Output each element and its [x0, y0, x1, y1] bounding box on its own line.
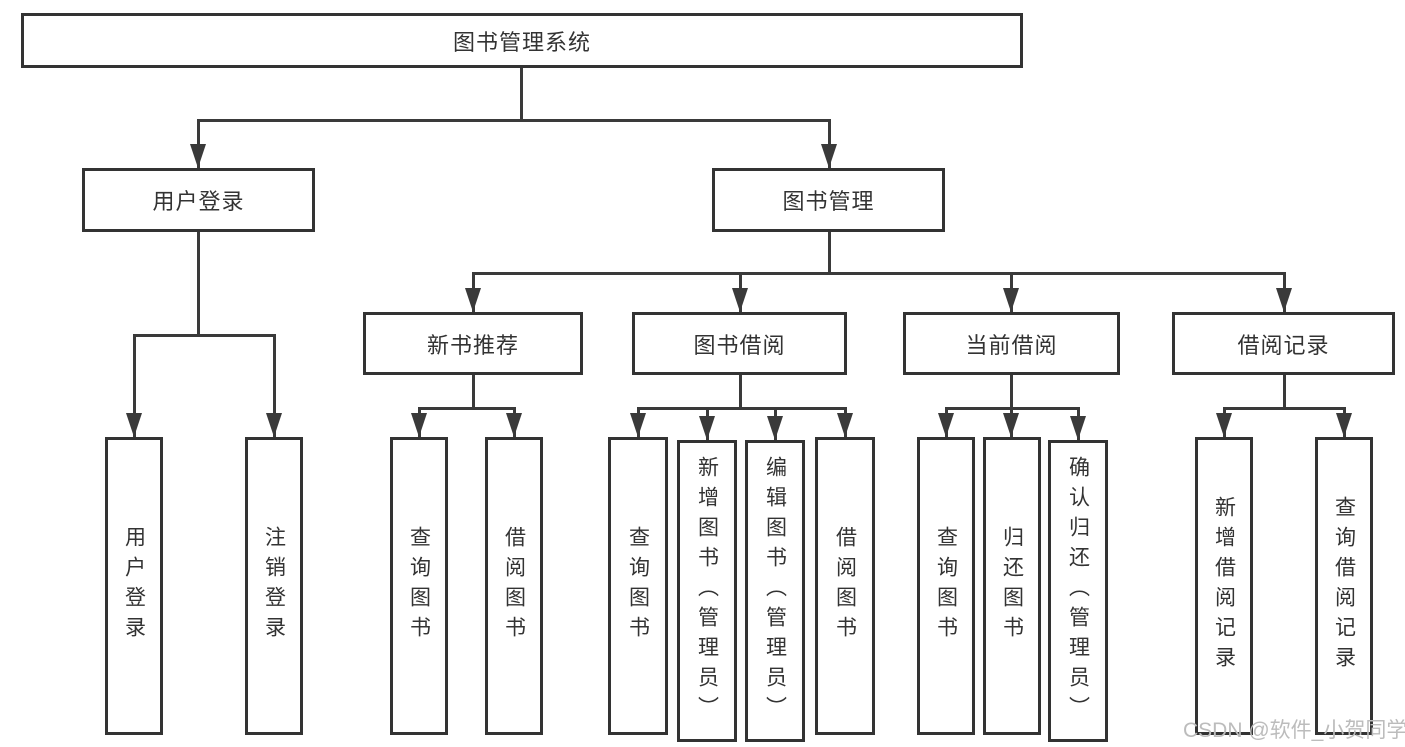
connector-hline [1223, 407, 1346, 410]
node-label: 图书管理系统 [452, 29, 591, 55]
node-user-login: 用户登录 [82, 168, 315, 232]
node-label: 图书借阅 [693, 332, 786, 358]
node-label: 借阅图书 [833, 526, 857, 646]
node-label: 借阅记录 [1237, 332, 1330, 358]
node-label: 当前借阅 [965, 332, 1058, 358]
connector-vline [828, 119, 831, 168]
node-add-books-admin: 新增图书（管理员） [677, 440, 737, 742]
node-label: 注销登录 [262, 526, 286, 646]
connector-arrowhead [1216, 413, 1232, 437]
connector-arrowhead [1003, 413, 1019, 437]
connector-arrowhead [821, 144, 837, 168]
connector-vline [1283, 375, 1286, 409]
connector-arrowhead [1070, 416, 1086, 440]
node-label: 查询图书 [626, 526, 650, 646]
node-label: 查询借阅记录 [1332, 496, 1356, 676]
connector-vline [197, 119, 200, 168]
node-label: 新增借阅记录 [1212, 496, 1236, 676]
node-user-login-leaf: 用户登录 [105, 437, 163, 735]
node-borrow-books: 借阅图书 [815, 437, 875, 735]
connector-arrowhead [732, 288, 748, 312]
node-query-borrow-record: 查询借阅记录 [1315, 437, 1373, 735]
node-confirm-return-admin: 确认归还（管理员） [1048, 440, 1108, 742]
connector-hline [133, 334, 275, 337]
connector-vline [1010, 375, 1013, 409]
connector-arrowhead [1276, 288, 1292, 312]
connector-arrowhead [126, 413, 142, 437]
connector-arrowhead [190, 144, 206, 168]
connector-vline [828, 232, 831, 274]
connector-hline [472, 272, 1285, 275]
node-borrowing-records: 借阅记录 [1172, 312, 1395, 375]
connector-arrowhead [266, 413, 282, 437]
connector-arrowhead [767, 416, 783, 440]
connector-arrowhead [1336, 413, 1352, 437]
node-label: 借阅图书 [502, 526, 526, 646]
connector-vline [197, 232, 200, 336]
connector-vline [273, 334, 276, 437]
node-query-books-current: 查询图书 [917, 437, 975, 735]
node-logout: 注销登录 [245, 437, 303, 735]
node-label: 编辑图书（管理员） [763, 456, 787, 726]
watermark: CSDN @软件_小贺同学 [1183, 719, 1405, 742]
connector-arrowhead [465, 288, 481, 312]
node-query-books-recommend: 查询图书 [390, 437, 448, 735]
node-label: 确认归还（管理员） [1066, 456, 1090, 726]
connector-hline [197, 119, 831, 122]
node-return-books: 归还图书 [983, 437, 1041, 735]
connector-arrowhead [699, 416, 715, 440]
node-label: 图书管理 [782, 189, 875, 214]
connector-arrowhead [506, 413, 522, 437]
node-label: 用户登录 [122, 526, 146, 646]
connector-vline [739, 375, 742, 409]
node-new-book-recommend: 新书推荐 [363, 312, 583, 375]
connector-arrowhead [411, 413, 427, 437]
connector-arrowhead [938, 413, 954, 437]
connector-vline [472, 375, 475, 409]
node-label: 用户登录 [152, 189, 245, 214]
node-current-borrowing: 当前借阅 [903, 312, 1120, 375]
node-library-management-system: 图书管理系统 [21, 13, 1023, 68]
node-label: 新书推荐 [426, 332, 519, 358]
connector-arrowhead [837, 413, 853, 437]
connector-vline [520, 68, 523, 121]
node-book-management: 图书管理 [712, 168, 945, 232]
connector-vline [133, 334, 136, 437]
connector-arrowhead [1003, 288, 1019, 312]
node-label: 新增图书（管理员） [695, 456, 719, 726]
connector-hline [418, 407, 516, 410]
node-edit-books-admin: 编辑图书（管理员） [745, 440, 805, 742]
node-add-borrow-record: 新增借阅记录 [1195, 437, 1253, 735]
node-label: 查询图书 [934, 526, 958, 646]
connector-arrowhead [630, 413, 646, 437]
connector-hline [637, 407, 847, 410]
node-label: 查询图书 [407, 526, 431, 646]
node-label: 归还图书 [1000, 526, 1024, 646]
node-query-books-borrowing: 查询图书 [608, 437, 668, 735]
node-book-borrowing: 图书借阅 [632, 312, 847, 375]
node-borrow-books-recommend: 借阅图书 [485, 437, 543, 735]
